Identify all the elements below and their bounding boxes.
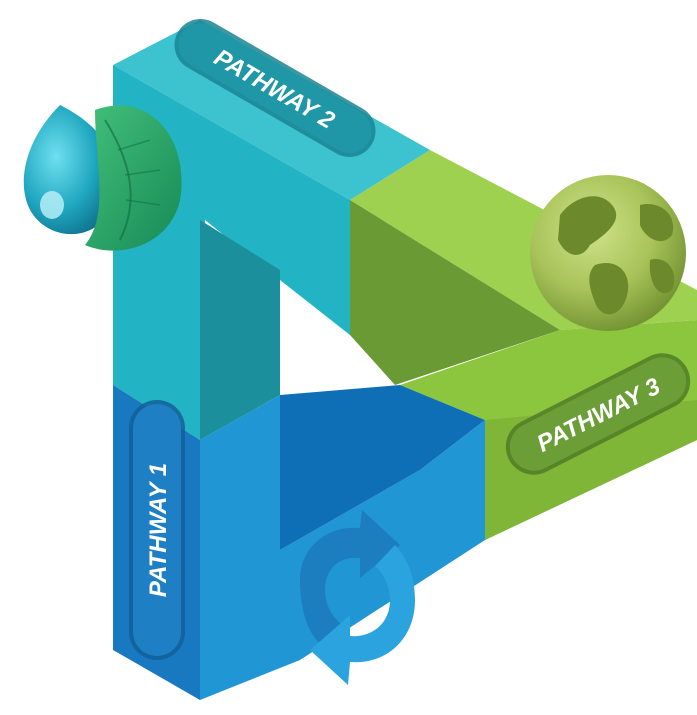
globe-icon bbox=[530, 175, 686, 331]
blue-bar-inner bbox=[280, 385, 485, 550]
recycle-arrows-icon bbox=[300, 510, 415, 685]
green-bar-inner bbox=[350, 200, 560, 385]
pathway-1-pill: PATHWAY 1 bbox=[129, 400, 185, 660]
teal-bar-inner bbox=[200, 220, 280, 440]
pathway-1-label: PATHWAY 1 bbox=[145, 463, 172, 597]
water-leaf-icon bbox=[23, 105, 182, 251]
